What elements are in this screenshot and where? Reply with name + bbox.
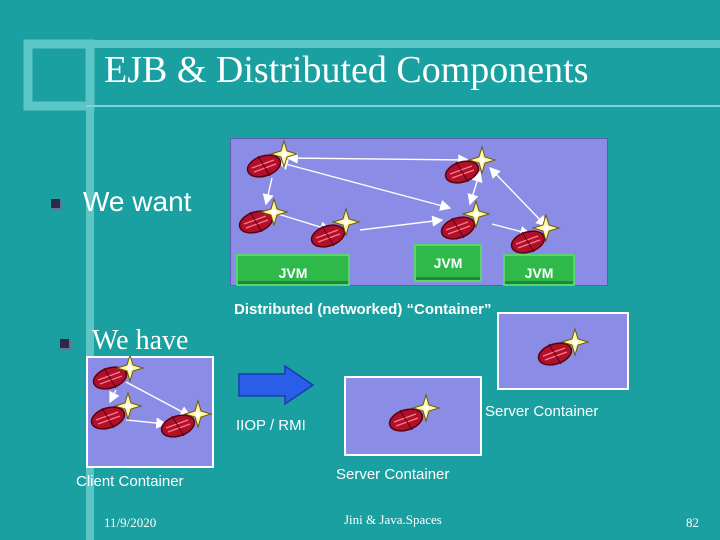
server-container-diagram <box>385 394 440 436</box>
footer-page-number: 82 <box>686 515 699 530</box>
footer-center: Jini & Java.Spaces <box>344 512 442 527</box>
jvm-label-2: JVM <box>414 244 482 282</box>
jvm-label-3: JVM <box>503 254 575 286</box>
server-container-label-right: Server Container <box>485 403 599 420</box>
bullet-we-have: We have <box>92 325 189 356</box>
bullet-icon <box>51 199 62 210</box>
bean-icon <box>235 198 288 238</box>
bullet-we-want: We want <box>83 186 192 217</box>
right-arrow-icon <box>238 364 315 406</box>
iiop-rmi-label: IIOP / RMI <box>236 417 306 434</box>
server-container-label-bottom: Server Container <box>336 466 450 483</box>
server-container-right-diagram <box>534 328 589 370</box>
distributed-container-label: Distributed (networked) “Container” <box>234 301 492 318</box>
bean-icon <box>385 394 440 436</box>
bean-icon <box>534 328 589 370</box>
bean-icon <box>243 140 298 182</box>
client-container-label: Client Container <box>76 473 184 490</box>
footer-date: 11/9/2020 <box>104 515 157 530</box>
bean-icon <box>441 146 496 188</box>
bean-icon <box>87 392 142 434</box>
client-container-diagram <box>87 356 212 442</box>
bean-icon <box>307 208 360 252</box>
bullet-icon <box>60 339 71 350</box>
jvm-label-1: JVM <box>236 254 350 286</box>
bean-icon <box>507 214 560 258</box>
distributed-network-diagram <box>235 140 560 258</box>
server-container-panel <box>344 376 482 456</box>
slide-title: EJB & Distributed Components <box>104 49 589 91</box>
bean-icon <box>157 400 212 442</box>
